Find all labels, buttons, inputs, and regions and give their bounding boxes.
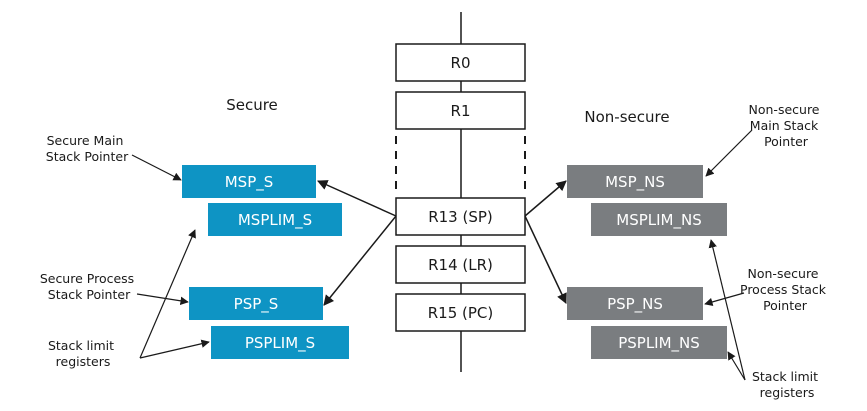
register-r0: R0: [395, 43, 526, 82]
secure-psplim-box: PSPLIM_S: [211, 326, 349, 359]
nonsecure-msp-box: MSP_NS: [567, 165, 703, 198]
nonsecure-msplim-label: MSPLIM_NS: [616, 211, 701, 230]
nonsecure-msp-label: MSP_NS: [605, 173, 665, 192]
secure-psplim-label: PSPLIM_S: [245, 334, 315, 353]
secure-msp-box: MSP_S: [182, 165, 316, 198]
secure-msplim-box: MSPLIM_S: [208, 203, 342, 236]
nonsecure-limit-annotation: Stack limit registers: [752, 369, 822, 400]
nonsecure-psplim-label: PSPLIM_NS: [618, 334, 700, 353]
register-r14-label: R14 (LR): [428, 256, 493, 274]
arrow-nonsecure-msp-annotation: [705, 129, 753, 177]
nonsecure-psp-label: PSP_NS: [607, 295, 663, 314]
arrow-secure-limit-to-msplim: [139, 229, 196, 359]
arrow-secure-limit-to-psplim: [139, 339, 210, 359]
arrow-nonsecure-limit-to-psplim: [727, 351, 746, 381]
register-r1: R1: [395, 91, 526, 130]
secure-msp-annotation: Secure Main Stack Pointer: [46, 133, 129, 164]
register-r15-label: R15 (PC): [428, 304, 494, 322]
nonsecure-psplim-box: PSPLIM_NS: [591, 326, 727, 359]
register-r14: R14 (LR): [395, 245, 526, 284]
nonsecure-msp-annotation: Non-secure Main Stack Pointer: [749, 102, 824, 149]
secure-psp-box: PSP_S: [189, 287, 323, 320]
secure-msp-label: MSP_S: [225, 173, 274, 192]
nonsecure-psp-annotation: Non-secure Process Stack Pointer: [740, 266, 830, 313]
arrow-nonsecure-psp-annotation: [704, 292, 745, 306]
nonsecure-psp-box: PSP_NS: [567, 287, 703, 320]
register-r1-label: R1: [451, 102, 471, 120]
secure-limit-annotation: Stack limit registers: [48, 338, 118, 369]
secure-heading: Secure: [226, 96, 278, 114]
secure-psp-annotation: Secure Process Stack Pointer: [40, 271, 138, 302]
register-r13: R13 (SP): [395, 197, 526, 236]
register-r13-label: R13 (SP): [428, 208, 493, 226]
nonsecure-msplim-box: MSPLIM_NS: [591, 203, 727, 236]
arrow-nonsecure-limit-to-msplim: [708, 239, 746, 381]
arrow-secure-psp-annotation: [136, 293, 189, 305]
register-r15: R15 (PC): [395, 293, 526, 332]
arrow-r13-to-nonsecure-msp: [524, 180, 567, 217]
arrow-secure-msp-annotation: [131, 154, 182, 181]
arrow-r13-to-nonsecure-psp: [524, 215, 567, 304]
secure-psp-label: PSP_S: [234, 295, 279, 314]
arrow-r13-to-secure-msp: [317, 180, 397, 217]
register-r0-label: R0: [451, 54, 471, 72]
secure-msplim-label: MSPLIM_S: [238, 211, 312, 230]
arrow-r13-to-secure-psp: [323, 215, 397, 306]
nonsecure-heading: Non-secure: [584, 108, 669, 126]
